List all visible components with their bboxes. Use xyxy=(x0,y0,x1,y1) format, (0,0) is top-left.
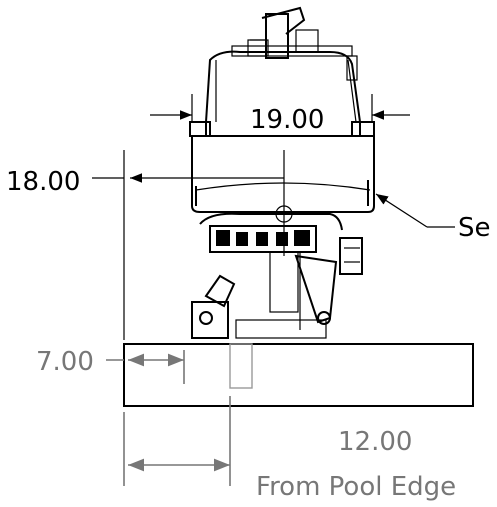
mount-socket xyxy=(229,343,253,389)
dimension-base-edge xyxy=(106,350,185,384)
seat-callout-leader xyxy=(375,193,455,228)
lift-frame xyxy=(191,251,338,339)
lift-mast xyxy=(247,6,319,59)
actuator-housing xyxy=(199,205,363,275)
dimension-width-top xyxy=(150,94,410,122)
dimension-width-top-label: 19.00 xyxy=(250,105,324,135)
dimension-pool-edge-label: 12.00 xyxy=(338,427,412,457)
pool-edge-note: From Pool Edge xyxy=(256,472,456,502)
seat-backrest xyxy=(205,45,361,137)
dimension-pool-edge xyxy=(123,396,231,486)
dimension-base-edge-label: 7.00 xyxy=(36,347,94,377)
seat-callout-label: Se xyxy=(458,213,491,243)
pool-deck-base xyxy=(123,343,474,407)
dimension-left-offset-label: 18.00 xyxy=(6,167,80,197)
dimension-left-offset xyxy=(92,150,285,340)
